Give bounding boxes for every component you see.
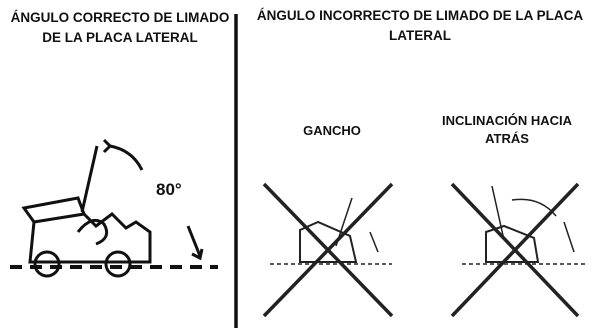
back-cross-b [450, 182, 580, 318]
angle-arrow-head [191, 248, 204, 261]
backslope-figure [450, 182, 586, 318]
hook-cutter [299, 220, 358, 263]
incorrect-angle-title: ÁNGULO INCORRECTO DE LIMADO DE LA PLACA … [256, 8, 584, 43]
cutter-top-plate [21, 196, 87, 224]
back-angle-arrow [563, 221, 575, 253]
hook-cross-b [262, 182, 394, 318]
backslope-label: INCLINACIÓN HACIA ATRÁS [442, 113, 572, 146]
angle-label: 80° [156, 180, 182, 199]
correct-angle-title: ÁNGULO CORRECTO DE LIMADO DE LA PLACA LA… [10, 10, 230, 45]
hook-figure [262, 182, 394, 318]
rotation-arrow-head [102, 138, 113, 154]
back-rotation-arrow [511, 198, 557, 217]
hook-angle-arrow [369, 231, 379, 253]
rivet-left [33, 250, 61, 278]
hook-file-line [335, 197, 353, 247]
hook-label: GANCHO [303, 123, 361, 138]
correct-cutter-figure [21, 138, 204, 278]
back-cutter [485, 224, 540, 263]
cutter-gullet [76, 218, 109, 246]
rotation-arrow [109, 144, 144, 171]
rivet-right [104, 250, 132, 278]
angle-arrow [186, 225, 202, 257]
file-guide-line [80, 145, 99, 213]
back-file-line [491, 185, 505, 241]
